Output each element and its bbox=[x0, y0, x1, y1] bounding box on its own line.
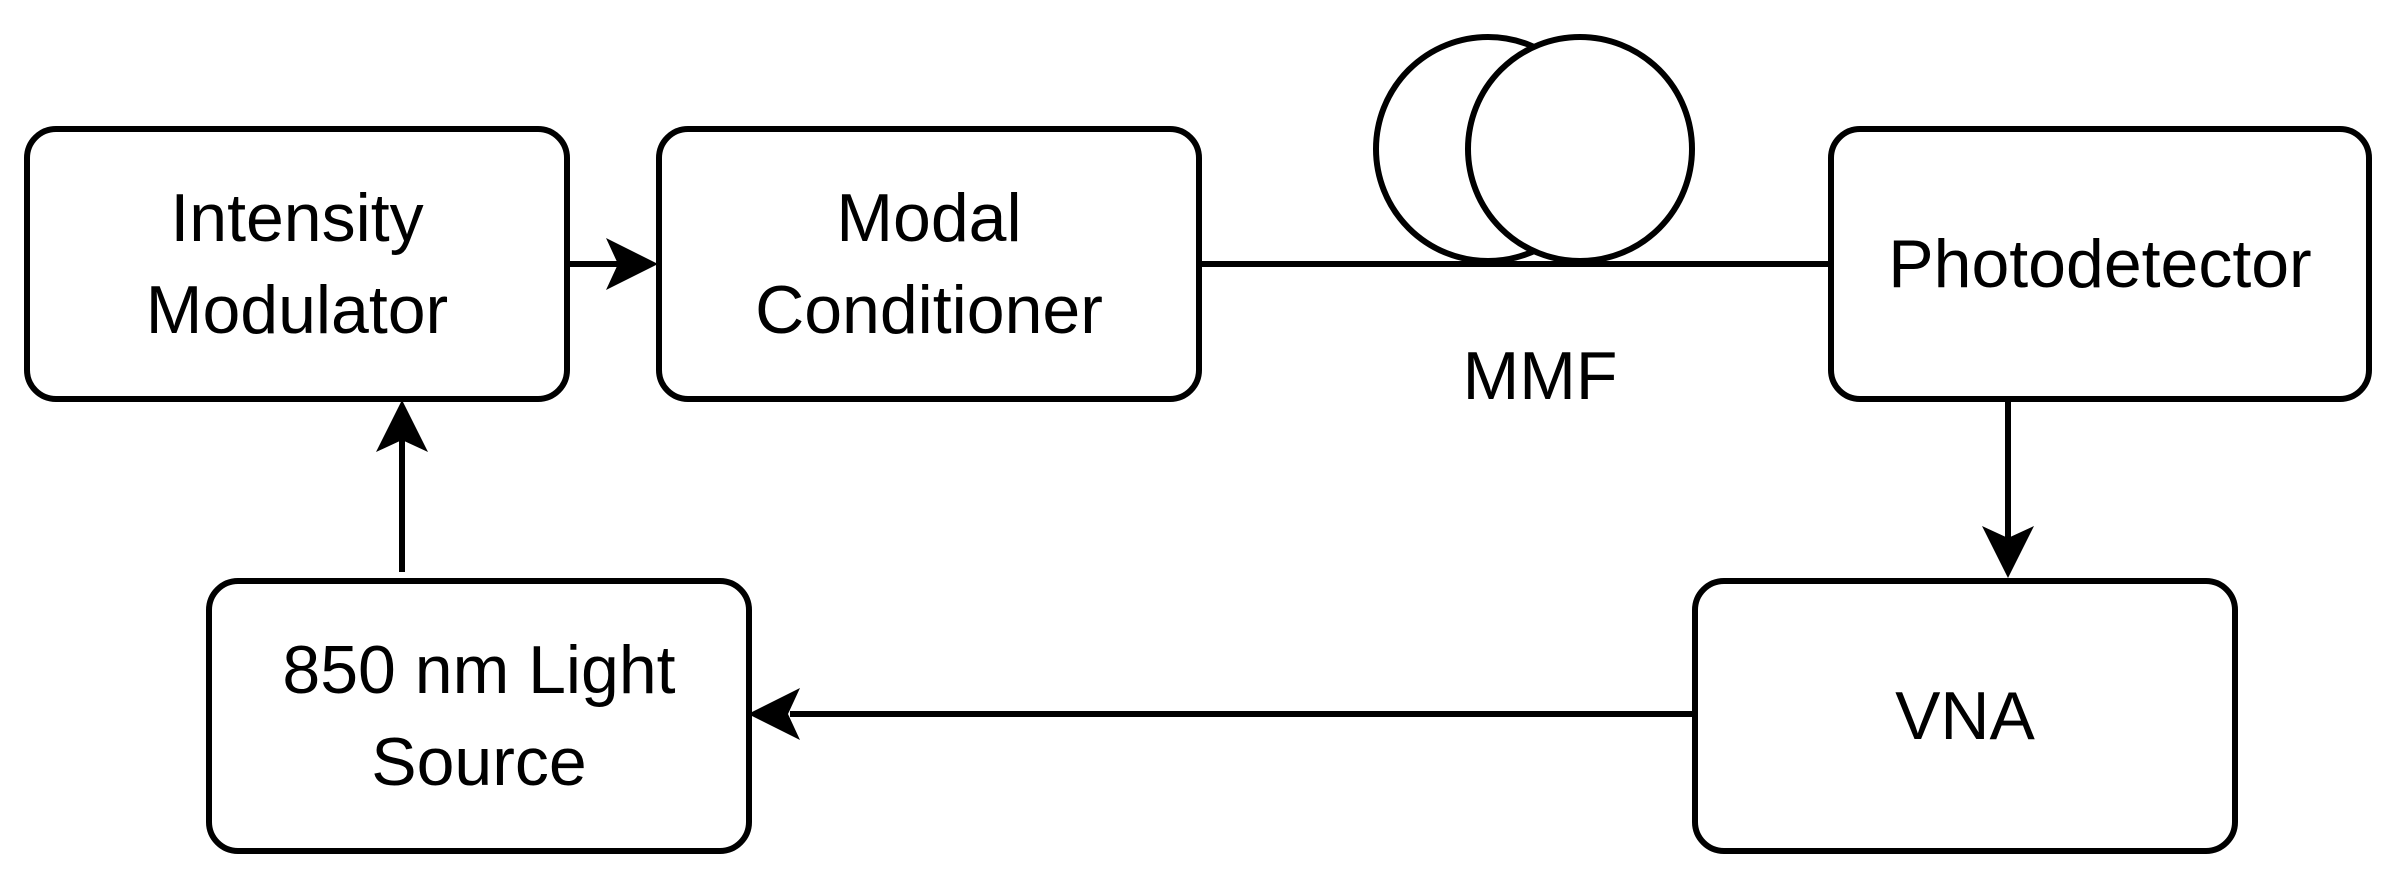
modal-conditioner-label-line2: Conditioner bbox=[755, 272, 1103, 348]
arrow-photodetector-to-vna bbox=[1982, 402, 2034, 578]
arrow-light-source-to-modulator bbox=[376, 400, 428, 572]
light-source-block: 850 nm Light Source bbox=[206, 578, 752, 854]
photodetector-label: Photodetector bbox=[1888, 226, 2312, 302]
intensity-modulator-label-line1: Intensity bbox=[170, 180, 424, 256]
mmf-label: MMF bbox=[1462, 338, 1618, 414]
modal-conditioner-label-line1: Modal bbox=[836, 180, 1022, 256]
fiber-spool-icon bbox=[1373, 34, 1695, 264]
intensity-modulator-block: Intensity Modulator bbox=[24, 126, 570, 402]
vna-block: VNA bbox=[1692, 578, 2238, 854]
light-source-label-line1: 850 nm Light bbox=[282, 632, 676, 708]
photodetector-block: Photodetector bbox=[1828, 126, 2372, 402]
vna-label: VNA bbox=[1895, 678, 2035, 754]
modal-conditioner-block: Modal Conditioner bbox=[656, 126, 1202, 402]
arrow-vna-to-light-source bbox=[748, 688, 1694, 740]
intensity-modulator-label-line2: Modulator bbox=[145, 272, 449, 348]
light-source-label-line2: Source bbox=[371, 724, 587, 800]
arrow-modulator-to-conditioner bbox=[568, 238, 658, 290]
